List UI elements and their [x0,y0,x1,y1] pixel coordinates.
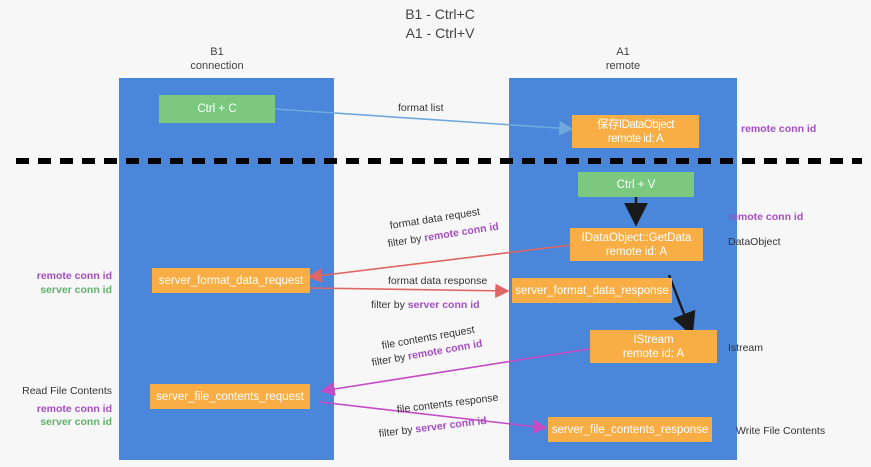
column-header-a1: A1 remote [563,45,683,73]
box-idataobject-getdata[interactable]: IDataObject::GetData remote id: A [570,228,703,261]
edge-label-format-list-text: format list [398,102,444,114]
column-header-a1-role: remote [605,60,641,72]
box-istream-line-2: remote id: A [622,347,685,360]
box-ctrl-c-label: Ctrl + C [197,103,237,115]
box-idataobject-getdata-line-1: IDataObject::GetData [581,231,692,244]
box-server-format-data-request-label: server_format_data_request [158,274,304,287]
page-title-line-1: B1 - Ctrl+C [405,6,475,22]
edge-label-format-data-response-filter-key: server conn id [407,299,480,311]
page-title-line-2: A1 - Ctrl+V [405,25,475,41]
annotation-left-server-conn-id: server conn id [0,283,112,298]
edge-label-file-contents-request-filter-prefix: filter by [370,350,410,369]
annotation-left-remote-conn-id-2-text: remote conn id [36,403,112,415]
annotation-right-write-file-contents-text: Write File Contents [736,425,826,437]
annotation-left-server-conn-id-2: server conn id [0,415,112,430]
annotation-left-remote-conn-id-text: remote conn id [36,270,112,282]
annotation-right-remote-conn-id-mid-text: remote conn id [728,211,804,223]
edge-label-format-data-response-filter-prefix: filter by [371,299,408,311]
annotation-left-remote-conn-id: remote conn id [0,269,112,284]
box-server-file-contents-request[interactable]: server_file_contents_request [150,384,310,409]
page-title: B1 - Ctrl+C A1 - Ctrl+V [310,5,570,43]
annotation-right-remote-conn-id-top: remote conn id [741,122,816,137]
box-server-format-data-response-label: server_format_data_response [515,284,669,297]
column-header-b1-name: B1 [210,46,224,58]
annotation-left-server-conn-id-text: server conn id [40,284,112,296]
annotation-left-remote-conn-id-2: remote conn id [0,402,112,417]
edge-label-file-contents-response-filter: filter by server conn id [378,414,488,442]
annotation-right-remote-conn-id-mid: remote conn id [728,210,803,225]
annotation-right-write-file-contents: Write File Contents [736,424,825,439]
box-server-format-data-response[interactable]: server_format_data_response [512,278,672,303]
annotation-left-read-file-contents: Read File Contents [0,384,112,399]
box-idataobject-remote[interactable]: 保存IDataObject remote id: A [572,115,699,148]
box-ctrl-v[interactable]: Ctrl + V [578,172,694,197]
edge-label-format-data-response-filter: filter by server conn id [371,298,480,313]
edge-label-file-contents-response-filter-prefix: filter by [378,423,417,440]
box-server-file-contents-request-label: server_file_contents_request [156,390,304,403]
box-idataobject-getdata-line-2: remote id: A [605,245,668,258]
edge-label-format-list: format list [398,101,444,116]
box-server-file-contents-response[interactable]: server_file_contents_response [548,417,712,442]
annotation-right-dataobject: DataObject [728,235,781,250]
column-header-b1: B1 connection [157,45,277,73]
annotation-right-istream-text: Istream [728,342,764,354]
annotation-right-dataobject-text: DataObject [728,236,781,248]
box-ctrl-v-label: Ctrl + V [616,178,656,191]
annotation-left-read-file-contents-text: Read File Contents [22,385,112,397]
annotation-left-server-conn-id-2-text: server conn id [40,416,112,428]
column-header-a1-name: A1 [616,46,630,58]
box-idataobject-remote-line-1: 保存IDataObject [596,118,675,131]
column-header-b1-role: connection [190,60,244,72]
edge-label-format-data-response-text: format data response [388,275,488,287]
box-istream-line-1: IStream [633,333,674,346]
annotation-right-remote-conn-id-top-text: remote conn id [741,123,817,135]
box-server-format-data-request[interactable]: server_format_data_request [152,268,310,293]
edge-label-file-contents-response-text: file contents response [396,391,500,416]
edge-label-format-data-response: format data response [388,274,487,289]
annotation-right-istream: Istream [728,341,763,356]
edge-label-format-data-request-filter-prefix: filter by [386,232,426,250]
box-ctrl-c[interactable]: Ctrl + C [159,95,275,123]
edge-label-file-contents-response-filter-key: server conn id [414,414,488,436]
box-istream[interactable]: IStream remote id: A [590,330,717,363]
box-idataobject-remote-line-2: remote id: A [607,132,664,145]
box-server-file-contents-response-label: server_file_contents_response [551,423,709,436]
